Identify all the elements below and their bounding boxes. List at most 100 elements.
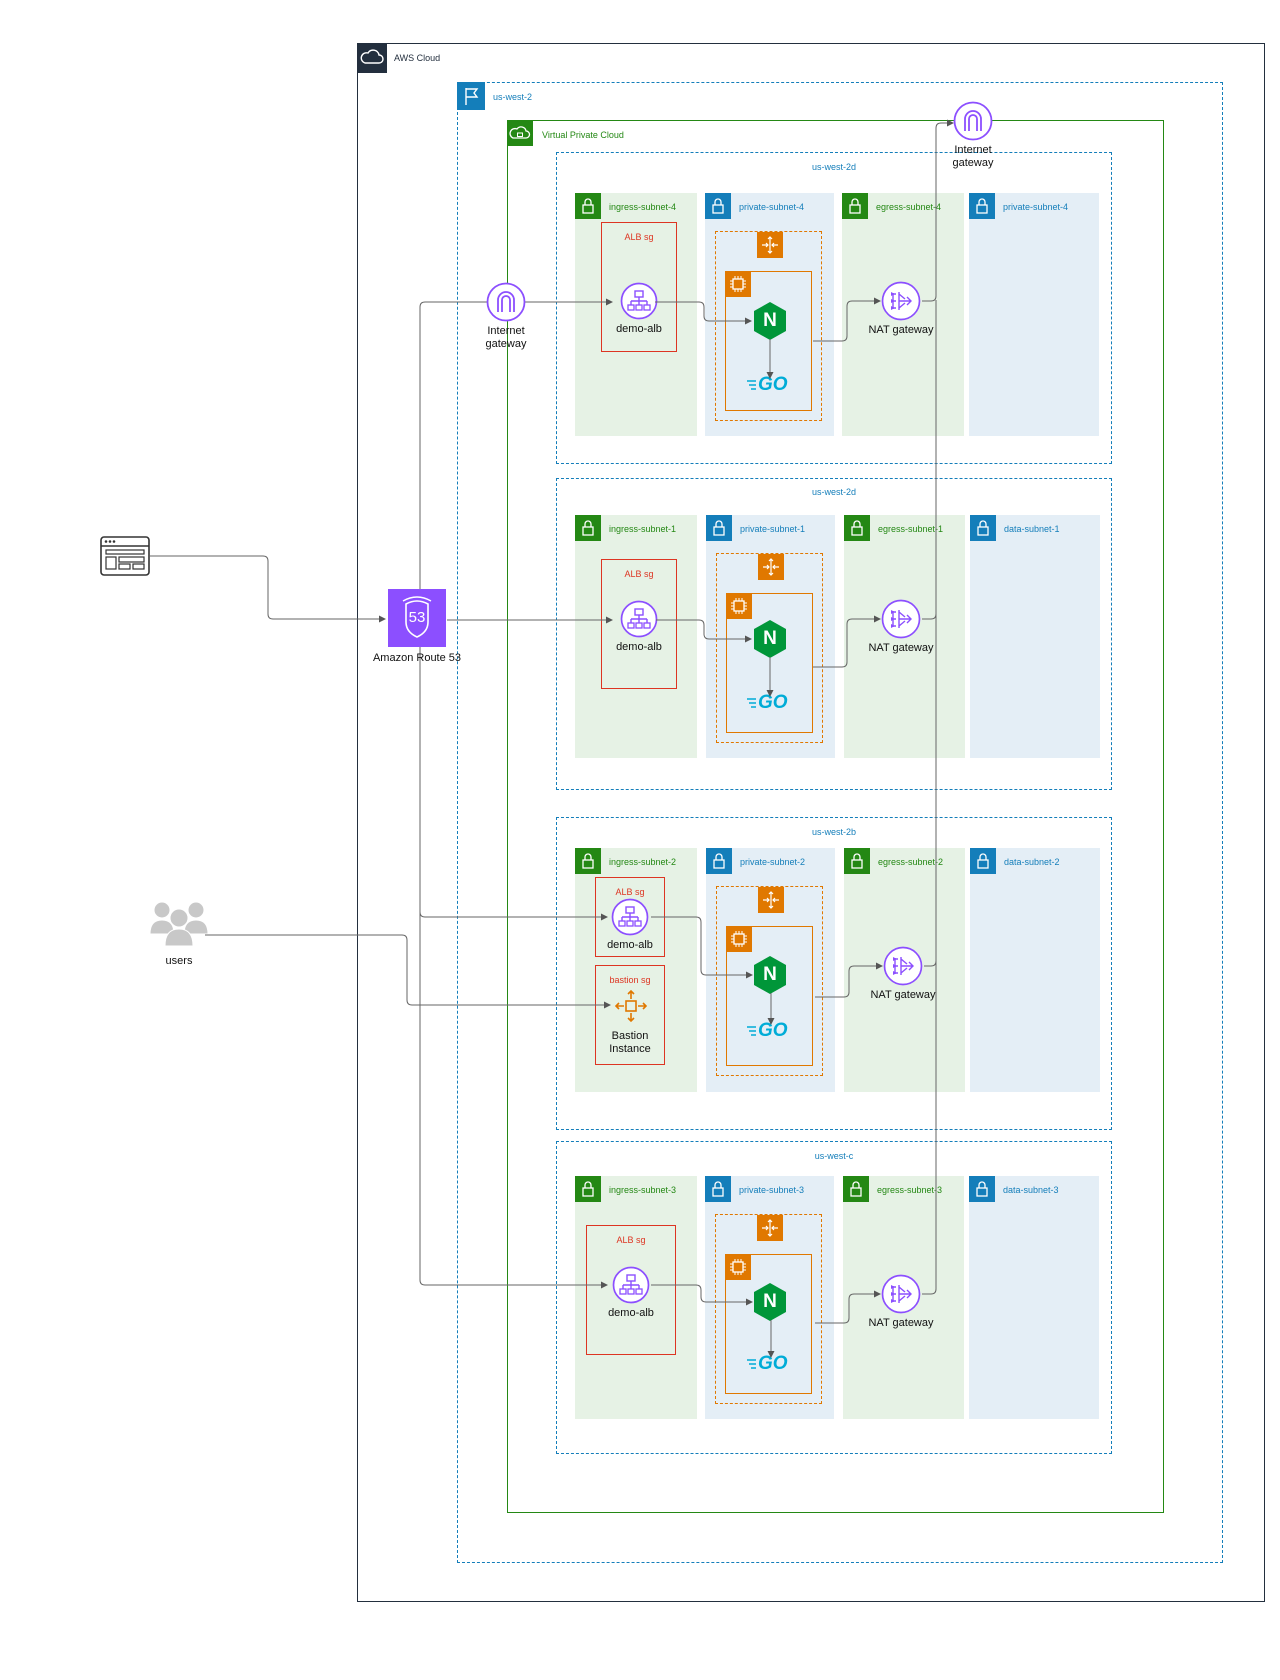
nat-gateway-icon[interactable]	[881, 1274, 921, 1314]
subnet-lock-icon	[842, 193, 868, 219]
go-logo-icon: GO	[747, 692, 800, 714]
data-subnet-1: private-subnet-4	[969, 193, 1099, 436]
load-balancer-icon[interactable]	[612, 1266, 650, 1304]
subnet-label: egress-subnet-1	[878, 524, 944, 534]
subnet-lock-icon	[706, 848, 732, 874]
subnet-label: egress-subnet-2	[878, 857, 944, 867]
subnet-label: private-subnet-2	[740, 857, 806, 867]
auto-scaling-group	[715, 231, 822, 421]
go-text: GO	[758, 692, 788, 713]
cloud-icon	[360, 49, 384, 64]
ec2-instance-box	[726, 593, 813, 733]
aws-cloud-group: AWS Cloud	[357, 43, 1265, 1602]
subnet-label: private-subnet-3	[739, 1185, 805, 1195]
alb-security-group: ALB sg	[601, 559, 677, 689]
go-text: GO	[758, 1353, 788, 1374]
nginx-icon[interactable]: N	[752, 301, 788, 341]
availability-zone-label: us-west-c	[814, 1151, 854, 1161]
auto-scaling-icon	[758, 887, 784, 913]
nginx-icon[interactable]: N	[752, 619, 788, 659]
auto-scaling-icon	[758, 554, 784, 580]
subnet-label: private-subnet-4	[739, 202, 805, 212]
nat-gateway-label: NAT gateway	[868, 324, 934, 336]
flag-icon	[465, 88, 479, 105]
subnet-label: data-subnet-1	[1004, 524, 1060, 534]
subnet-lock-icon	[969, 193, 995, 219]
region-group: us-west-2	[457, 82, 1223, 1563]
internet-gateway-top-icon[interactable]	[953, 101, 993, 141]
internet-gateway-left-label-2: gateway	[485, 338, 527, 350]
auto-scaling-icon	[757, 232, 783, 258]
auto-scaling-group	[716, 553, 823, 743]
subnet-lock-icon	[970, 515, 996, 541]
alb-label: demo-alb	[616, 323, 662, 335]
availability-zone-2: us-west-2d	[556, 478, 1112, 790]
vpc-icon	[507, 120, 533, 146]
ec2-instance-icon	[725, 1254, 751, 1280]
users-icon	[148, 900, 210, 950]
subnet-lock-icon	[844, 848, 870, 874]
alb-security-group: ALB sg	[601, 222, 677, 352]
nat-gateway-icon[interactable]	[881, 281, 921, 321]
go-text: GO	[758, 1020, 788, 1041]
availability-zone-3: us-west-2b	[556, 817, 1112, 1130]
ec2-instance-icon	[726, 926, 752, 952]
region-label: us-west-2	[493, 92, 533, 102]
alb-security-group: ALB sg	[586, 1225, 676, 1355]
subnet-lock-icon	[969, 1176, 995, 1202]
auto-scaling-icon	[757, 1215, 783, 1241]
nat-gateway-icon[interactable]	[883, 946, 923, 986]
load-balancer-icon[interactable]	[620, 600, 658, 638]
load-balancer-icon[interactable]	[620, 282, 658, 320]
vpc-cloud-lock-icon	[509, 126, 531, 139]
go-logo-icon: GO	[747, 1353, 800, 1375]
subnet-label: data-subnet-3	[1003, 1185, 1059, 1195]
aws-cloud-label: AWS Cloud	[394, 53, 441, 63]
subnet-lock-icon	[705, 193, 731, 219]
nginx-icon[interactable]: N	[752, 955, 788, 995]
subnet-lock-icon	[970, 848, 996, 874]
bastion-instance-icon[interactable]	[613, 988, 649, 1024]
ec2-instance-icon	[725, 271, 751, 297]
nginx-letter: N	[763, 964, 777, 985]
subnet-label: egress-subnet-3	[877, 1185, 943, 1195]
alb-sg-label: ALB sg	[624, 232, 654, 242]
nginx-icon[interactable]: N	[752, 1282, 788, 1322]
ec2-instance-box	[725, 1254, 812, 1394]
bastion-label-2: Instance	[609, 1043, 651, 1055]
private-subnet-3: private-subnet-2	[706, 848, 835, 1092]
subnet-label: private-subnet-4	[1003, 202, 1069, 212]
ec2-instance-box	[725, 271, 812, 411]
subnet-lock-icon	[844, 515, 870, 541]
nginx-letter: N	[763, 628, 777, 649]
alb-label: demo-alb	[608, 1307, 654, 1319]
nat-gateway-label: NAT gateway	[868, 642, 934, 654]
route53-icon[interactable]: 53	[388, 589, 446, 647]
alb-sg-label: ALB sg	[624, 569, 654, 579]
subnet-lock-icon	[575, 193, 601, 219]
route53-to-alb-4-line	[419, 298, 613, 1280]
load-balancer-icon[interactable]	[611, 898, 649, 936]
internet-gateway-left-icon[interactable]	[486, 282, 526, 322]
web-browser-icon	[99, 535, 151, 577]
internet-gateway-left-label-1: Internet	[487, 325, 525, 337]
route53-badge: 53	[408, 609, 426, 626]
nginx-letter: N	[763, 1291, 777, 1312]
vpc-label: Virtual Private Cloud	[542, 130, 624, 140]
route53-to-alb-3-line	[419, 1279, 608, 1289]
alb-label: demo-alb	[616, 641, 662, 653]
nat-gateway-label: NAT gateway	[870, 989, 936, 1001]
users-to-bastion-line	[205, 934, 611, 1009]
ec2-instance-box	[726, 926, 813, 1066]
alb-label: demo-alb	[607, 939, 653, 951]
availability-zone-label: us-west-2d	[811, 162, 856, 172]
bastion-label-1: Bastion	[611, 1030, 649, 1042]
data-subnet-4: data-subnet-3	[969, 1176, 1099, 1419]
subnet-lock-icon	[705, 1176, 731, 1202]
nginx-letter: N	[763, 310, 777, 331]
go-logo-icon: GO	[747, 374, 800, 396]
data-subnet-3: data-subnet-2	[970, 848, 1100, 1092]
browser-to-route53-line	[150, 555, 386, 623]
subnet-label: ingress-subnet-2	[609, 857, 677, 867]
nat-gateway-icon[interactable]	[881, 599, 921, 639]
